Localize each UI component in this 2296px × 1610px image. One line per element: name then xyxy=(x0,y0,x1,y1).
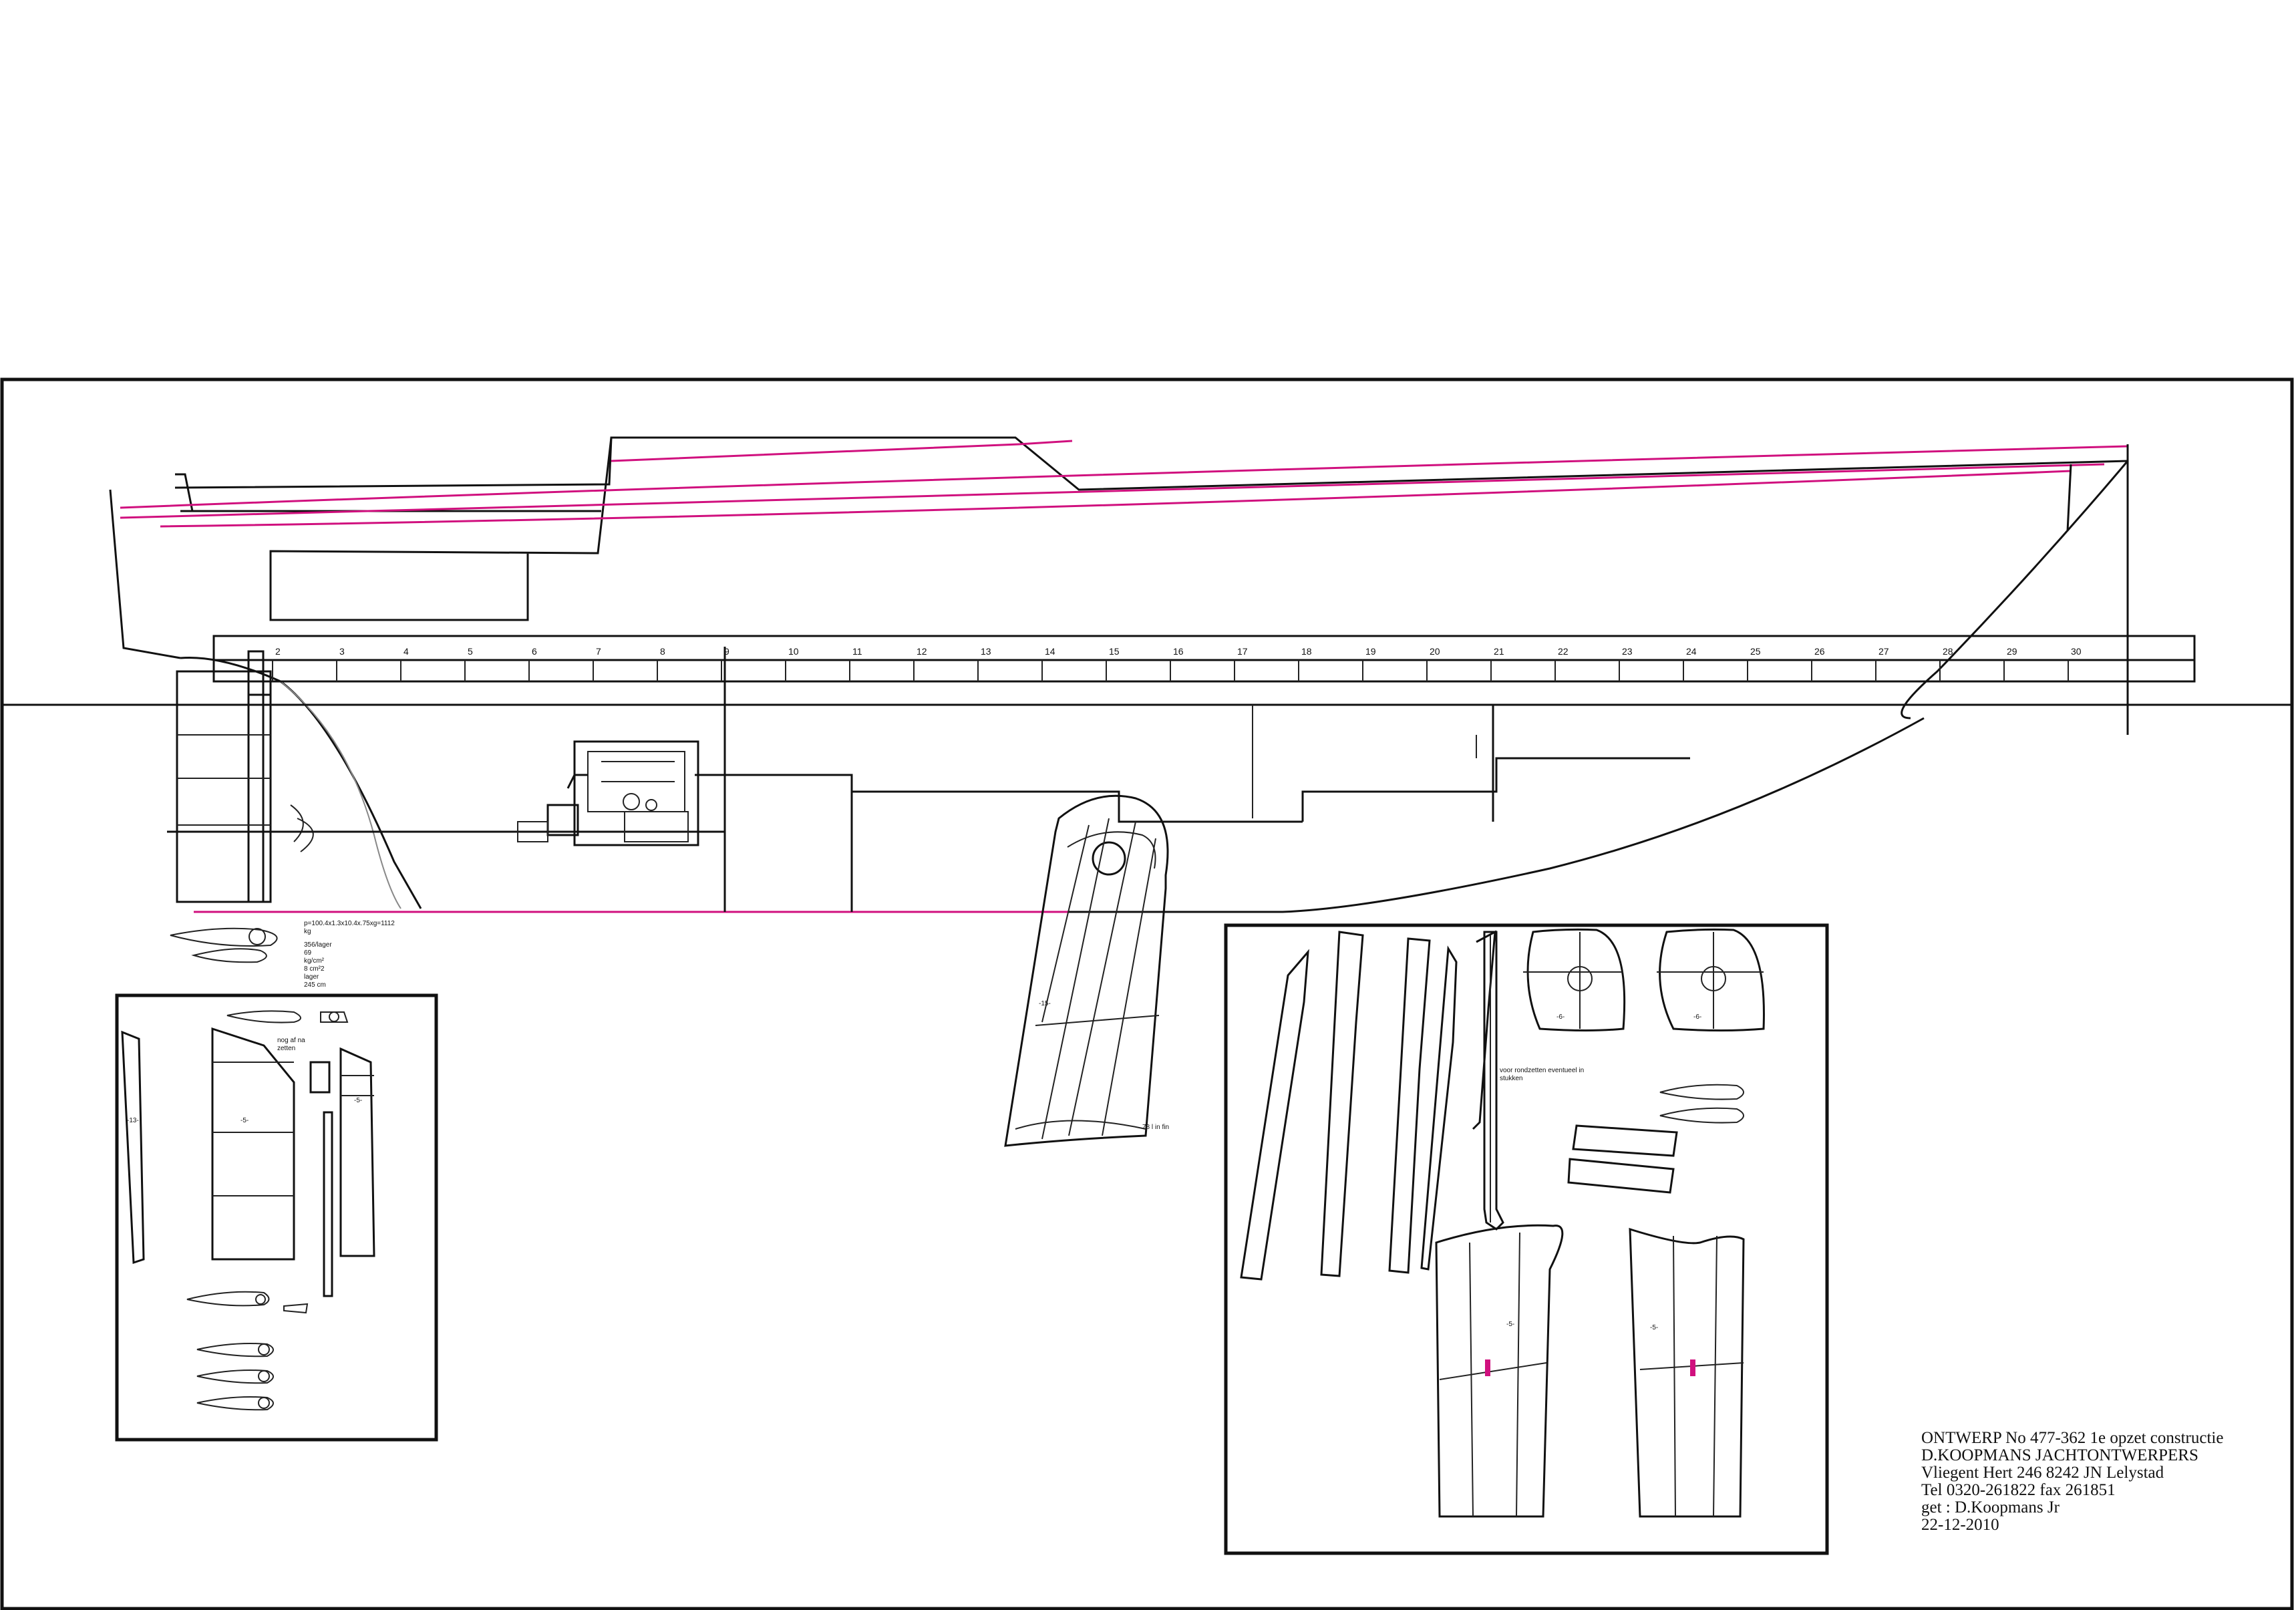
svg-text:8 cm²2: 8 cm²2 xyxy=(304,965,325,973)
svg-text:245 cm: 245 cm xyxy=(304,981,326,989)
rudder-parts-panel: -13- -5- -5- nog af na zetten xyxy=(115,993,438,1442)
svg-text:-5-: -5- xyxy=(240,1117,249,1124)
svg-text:voor rondzetten eventueel in: voor rondzetten eventueel in xyxy=(1500,1067,1584,1074)
frame-number-label: 16 xyxy=(1173,646,1184,657)
svg-text:p=100.4x1.3x10.4x.75xg=1112: p=100.4x1.3x10.4x.75xg=1112 xyxy=(304,920,395,927)
frame-number-label: 10 xyxy=(788,646,799,657)
frame-number-label: 4 xyxy=(403,646,409,657)
frame-number-label: 24 xyxy=(1686,646,1697,657)
drawing-border xyxy=(0,377,2294,1610)
frame-number-label: 8 xyxy=(660,646,665,657)
frame-number-label: 3 xyxy=(339,646,345,657)
fin-section-label: -15- xyxy=(1039,1000,1051,1007)
frame-number-label: 17 xyxy=(1237,646,1248,657)
svg-text:stukken: stukken xyxy=(1500,1075,1522,1082)
interior-structure xyxy=(167,647,1690,912)
frame-number-label: 20 xyxy=(1430,646,1440,657)
frame-number-label: 27 xyxy=(1878,646,1889,657)
svg-text:356/lager: 356/lager xyxy=(304,941,332,949)
svg-text:kg: kg xyxy=(304,928,311,935)
frame-number-label: 2 xyxy=(275,646,281,657)
svg-text:nog af na: nog af na xyxy=(277,1037,305,1044)
designer-name: D.KOOPMANS JACHTONTWERPERS xyxy=(1921,1446,2198,1464)
svg-text:-5-: -5- xyxy=(1506,1321,1514,1328)
frame-number-label: 6 xyxy=(532,646,537,657)
drawing-date: 22-12-2010 xyxy=(1921,1516,1999,1534)
rudder-assembly xyxy=(167,650,374,903)
svg-text:-13-: -13- xyxy=(127,1117,139,1124)
rudder-calculation-note: p=100.4x1.3x10.4x.75xg=1112 kg 356/lager… xyxy=(170,920,395,989)
hull-profile xyxy=(109,436,2129,913)
frame-number-label: 12 xyxy=(917,646,927,657)
drawn-by: get : D.Koopmans Jr xyxy=(1921,1498,2060,1516)
designer-phone: Tel 0320-261822 fax 261851 xyxy=(1921,1481,2116,1499)
frame-number-label: 22 xyxy=(1558,646,1569,657)
fin-capacity-note: 78 l in fin xyxy=(1142,1124,1169,1131)
title-block: ONTWERP No 477-362 1e opzet constructie … xyxy=(1921,1430,2282,1534)
frame-number-label: 19 xyxy=(1365,646,1376,657)
svg-text:-5-: -5- xyxy=(354,1097,362,1104)
frame-number-label: 18 xyxy=(1301,646,1312,657)
svg-text:zetten: zetten xyxy=(277,1045,295,1052)
frame-number-label: 11 xyxy=(852,646,862,657)
svg-text:-6-: -6- xyxy=(1693,1013,1701,1021)
keel-fin xyxy=(1004,794,1169,1147)
svg-text:lager: lager xyxy=(304,973,319,981)
svg-text:kg/cm²: kg/cm² xyxy=(304,957,325,965)
svg-text:-5-: -5- xyxy=(1650,1324,1658,1331)
frame-number-label: 5 xyxy=(468,646,473,657)
frame-number-label: 7 xyxy=(596,646,601,657)
frame-number-label: 13 xyxy=(981,646,991,657)
frame-number-label: 9 xyxy=(724,646,729,657)
svg-text:-6-: -6- xyxy=(1556,1013,1565,1021)
frame-number-label: 28 xyxy=(1943,646,1953,657)
svg-text:69: 69 xyxy=(304,949,312,957)
designer-address: Vliegent Hert 246 8242 JN Lelystad xyxy=(1921,1464,2164,1482)
frame-number-label: 26 xyxy=(1814,646,1825,657)
frame-number-label: 14 xyxy=(1045,646,1055,657)
keel-parts-panel: -6- -6- -5- -5- voor rondzetten eventuee… xyxy=(1224,923,1829,1555)
frame-number-label: 15 xyxy=(1109,646,1120,657)
frame-number-label: 29 xyxy=(2007,646,2017,657)
frame-number-label: 21 xyxy=(1494,646,1504,657)
frame-number-label: 23 xyxy=(1622,646,1633,657)
engine xyxy=(517,740,699,846)
drawing-number: ONTWERP No 477-362 1e opzet constructie xyxy=(1921,1429,2224,1447)
frame-number-label: 25 xyxy=(1750,646,1761,657)
frame-number-label: 30 xyxy=(2071,646,2082,657)
